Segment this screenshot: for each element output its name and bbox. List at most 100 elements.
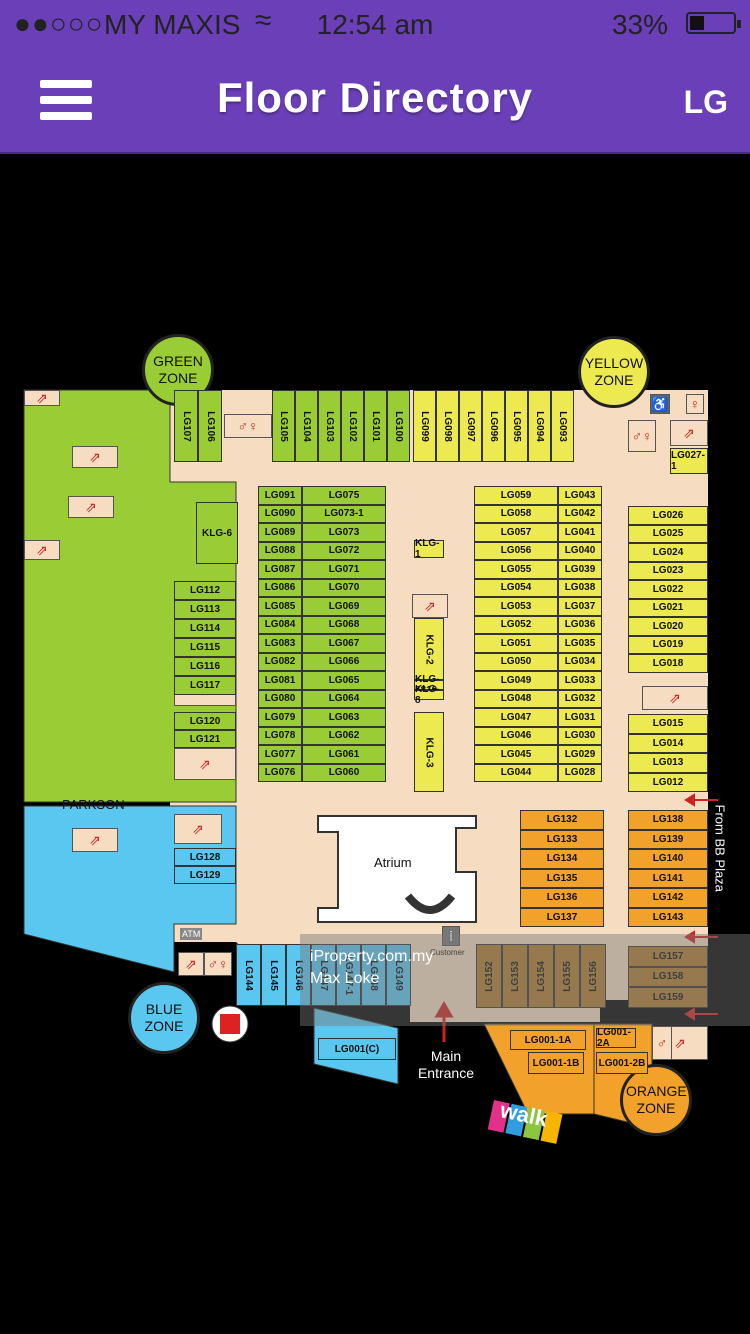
- unit-lg142[interactable]: LG142: [628, 888, 708, 908]
- yellow-zone-badge[interactable]: YELLOW ZONE: [578, 336, 650, 408]
- unit-lg032[interactable]: LG032: [558, 689, 602, 708]
- unit-lg066[interactable]: LG066: [302, 652, 386, 671]
- unit-lg038[interactable]: LG038: [558, 578, 602, 597]
- unit-lg096[interactable]: LG096: [482, 390, 505, 462]
- unit-lg020[interactable]: LG020: [628, 617, 708, 636]
- unit-lg117[interactable]: LG117: [174, 676, 236, 695]
- unit-lg134[interactable]: LG134: [520, 849, 604, 869]
- unit-lg067[interactable]: LG067: [302, 634, 386, 653]
- unit-lg023[interactable]: LG023: [628, 561, 708, 580]
- unit-lg058[interactable]: LG058: [474, 504, 558, 523]
- unit-lg140[interactable]: LG140: [628, 849, 708, 869]
- unit-lg147[interactable]: LG147: [311, 944, 336, 1006]
- unit-lg121[interactable]: LG121: [174, 730, 236, 748]
- unit-lg153[interactable]: LG153: [502, 944, 528, 1008]
- unit-klg-1[interactable]: KLG-1: [414, 538, 444, 560]
- unit-lg050[interactable]: LG050: [474, 652, 558, 671]
- unit-lg090[interactable]: LG090: [258, 504, 302, 523]
- unit-lg105[interactable]: LG105: [272, 390, 295, 462]
- unit-lg054[interactable]: LG054: [474, 578, 558, 597]
- unit-lg156[interactable]: LG156: [580, 944, 606, 1008]
- unit-lg076[interactable]: LG076: [258, 763, 302, 782]
- unit-lg049[interactable]: LG049: [474, 671, 558, 690]
- unit-lg070[interactable]: LG070: [302, 578, 386, 597]
- unit-lg037[interactable]: LG037: [558, 597, 602, 616]
- unit-lg152[interactable]: LG152: [476, 944, 502, 1008]
- unit-lg061[interactable]: LG061: [302, 745, 386, 764]
- unit-lg075[interactable]: LG075: [302, 486, 386, 505]
- unit-lg030[interactable]: LG030: [558, 726, 602, 745]
- unit-lg025[interactable]: LG025: [628, 524, 708, 543]
- unit-lg091[interactable]: LG091: [258, 486, 302, 505]
- unit-lg129[interactable]: LG129: [174, 866, 236, 884]
- unit-klg-6[interactable]: KLG-6: [196, 502, 238, 564]
- unit-lg021[interactable]: LG021: [628, 598, 708, 617]
- unit-lg018[interactable]: LG018: [628, 654, 708, 673]
- unit-klg-8[interactable]: KLG-8: [414, 684, 444, 706]
- unit-lg040[interactable]: LG040: [558, 541, 602, 560]
- unit-lg001-1a[interactable]: LG001-1A: [510, 1030, 586, 1050]
- unit-lg039[interactable]: LG039: [558, 560, 602, 579]
- unit-lg113[interactable]: LG113: [174, 600, 236, 619]
- unit-lg059[interactable]: LG059: [474, 486, 558, 505]
- unit-lg044[interactable]: LG044: [474, 763, 558, 782]
- hamburger-menu-icon[interactable]: [40, 80, 92, 120]
- unit-lg042[interactable]: LG042: [558, 504, 602, 523]
- unit-lg047[interactable]: LG047: [474, 708, 558, 727]
- unit-lg133[interactable]: LG133: [520, 829, 604, 849]
- unit-lg031[interactable]: LG031: [558, 708, 602, 727]
- unit-lg068[interactable]: LG068: [302, 615, 386, 634]
- unit-lg083[interactable]: LG083: [258, 634, 302, 653]
- unit-lg041[interactable]: LG041: [558, 523, 602, 542]
- unit-lg099[interactable]: LG099: [413, 390, 436, 462]
- unit-lg116[interactable]: LG116: [174, 657, 236, 676]
- unit-lg149[interactable]: LG149: [386, 944, 411, 1006]
- unit-lg102[interactable]: LG102: [341, 390, 364, 462]
- unit-lg001-c-[interactable]: LG001(C): [318, 1038, 396, 1060]
- unit-lg120[interactable]: LG120: [174, 712, 236, 730]
- unit-lg063[interactable]: LG063: [302, 708, 386, 727]
- unit-lg065[interactable]: LG065: [302, 671, 386, 690]
- unit-lg072[interactable]: LG072: [302, 541, 386, 560]
- unit-lg136[interactable]: LG136: [520, 888, 604, 908]
- unit-lg060[interactable]: LG060: [302, 763, 386, 782]
- floor-selector[interactable]: LG: [683, 84, 728, 120]
- unit-lg148[interactable]: LG148: [361, 944, 386, 1006]
- unit-lg024[interactable]: LG024: [628, 543, 708, 562]
- unit-lg051[interactable]: LG051: [474, 634, 558, 653]
- unit-lg033[interactable]: LG033: [558, 671, 602, 690]
- unit-lg057[interactable]: LG057: [474, 523, 558, 542]
- unit-lg078[interactable]: LG078: [258, 726, 302, 745]
- unit-lg138[interactable]: LG138: [628, 810, 708, 830]
- unit-lg079[interactable]: LG079: [258, 708, 302, 727]
- unit-lg101[interactable]: LG101: [364, 390, 387, 462]
- unit-lg034[interactable]: LG034: [558, 652, 602, 671]
- unit-lg001-2b[interactable]: LG001-2B: [596, 1052, 648, 1074]
- unit-lg012[interactable]: LG012: [628, 772, 708, 792]
- unit-lg100[interactable]: LG100: [387, 390, 410, 462]
- unit-lg104[interactable]: LG104: [295, 390, 318, 462]
- blue-zone-badge[interactable]: BLUE ZONE: [128, 982, 200, 1054]
- unit-lg145[interactable]: LG145: [261, 944, 286, 1006]
- unit-lg001-2a[interactable]: LG001-2A: [596, 1027, 636, 1049]
- unit-lg085[interactable]: LG085: [258, 597, 302, 616]
- unit-lg159[interactable]: LG159: [628, 987, 708, 1008]
- unit-lg093[interactable]: LG093: [551, 390, 574, 462]
- unit-lg073-1[interactable]: LG073-1: [302, 504, 386, 523]
- unit-lg073[interactable]: LG073: [302, 523, 386, 542]
- unit-lg069[interactable]: LG069: [302, 597, 386, 616]
- unit-lg143[interactable]: LG143: [628, 907, 708, 927]
- unit-lg082[interactable]: LG082: [258, 652, 302, 671]
- unit-lg112[interactable]: LG112: [174, 581, 236, 600]
- unit-lg094[interactable]: LG094: [528, 390, 551, 462]
- unit-lg106[interactable]: LG106: [198, 390, 222, 462]
- unit-lg095[interactable]: LG095: [505, 390, 528, 462]
- unit-lg098[interactable]: LG098: [436, 390, 459, 462]
- unit-lg077[interactable]: LG077: [258, 745, 302, 764]
- unit-lg086[interactable]: LG086: [258, 578, 302, 597]
- unit-lg081[interactable]: LG081: [258, 671, 302, 690]
- unit-klg-3[interactable]: KLG-3: [414, 712, 444, 792]
- orange-zone-badge[interactable]: ORANGE ZONE: [620, 1064, 692, 1136]
- unit-lg056[interactable]: LG056: [474, 541, 558, 560]
- unit-lg144[interactable]: LG144: [236, 944, 261, 1006]
